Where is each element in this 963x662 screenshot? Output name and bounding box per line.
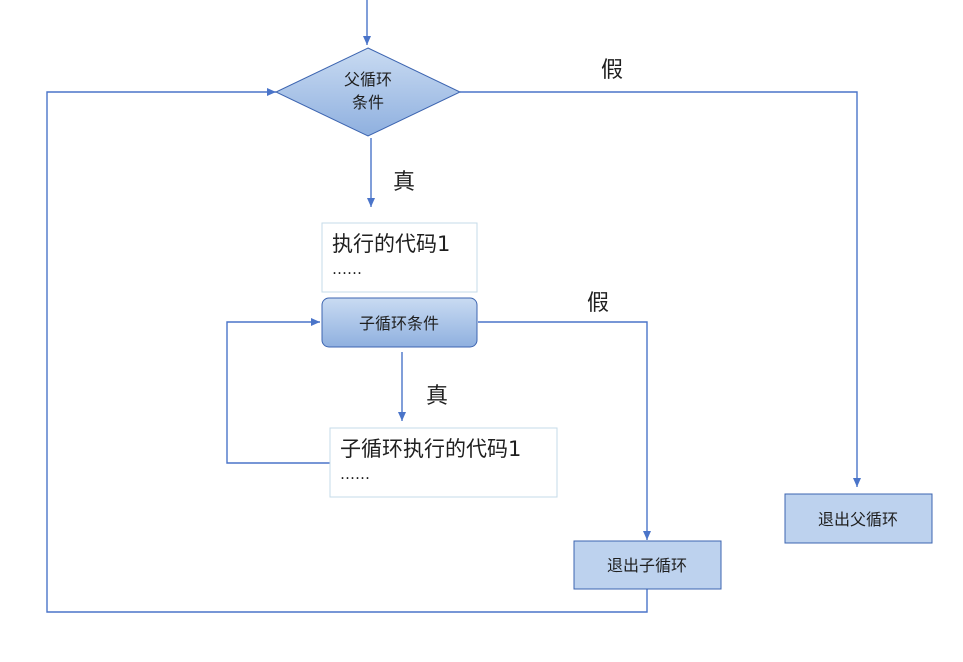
exit-child-label: 退出子循环 (607, 556, 687, 575)
child-code-line2: …… (340, 465, 370, 483)
child-condition-box (321, 297, 478, 348)
parent-condition-label-line2: 条件 (352, 93, 384, 112)
child-true-label: 真 (426, 384, 448, 409)
exit-parent-box (784, 493, 933, 544)
parent-condition-label-line1: 父循环 (344, 70, 392, 89)
child-condition-label: 子循环条件 (359, 314, 439, 333)
parent-condition-diamond (274, 47, 462, 137)
parent-code-line1: 执行的代码1 (332, 232, 450, 256)
child-false-label: 假 (587, 291, 609, 316)
child-loop-back-arrow (226, 318, 330, 464)
parent-false-label: 假 (601, 58, 623, 83)
parent-false-arrow (460, 91, 861, 487)
exit-parent-label: 退出父循环 (818, 510, 898, 529)
child-code-line1: 子循环执行的代码1 (340, 437, 521, 461)
child-code-box (329, 427, 558, 498)
parent-code-line2: …… (332, 260, 362, 278)
exit-child-box (573, 540, 722, 590)
parent-code-box (321, 222, 478, 293)
child-false-arrow (478, 321, 651, 540)
parent-true-label: 真 (393, 170, 415, 195)
parent-loop-back-arrow (46, 88, 648, 613)
